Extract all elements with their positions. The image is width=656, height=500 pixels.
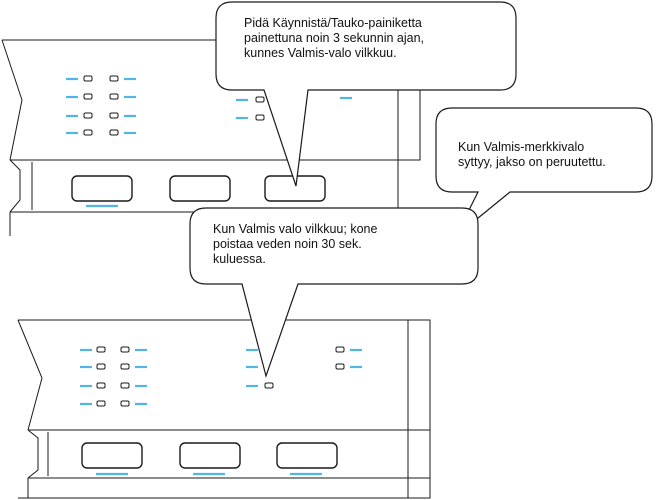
status-light-icon (120, 363, 130, 370)
status-light-icon (83, 112, 93, 119)
indicator-row (80, 382, 147, 389)
status-light-icon (83, 75, 93, 82)
bottom-panel-left-edge (17, 319, 43, 431)
status-light-icon (335, 363, 345, 370)
top-strip-left-edge (9, 159, 21, 213)
status-light-icon (109, 129, 119, 136)
top-panel-left-edge (1, 39, 23, 161)
status-light-icon (96, 382, 106, 389)
status-light-icon (109, 112, 119, 119)
status-light-icon (120, 400, 130, 407)
top-callout-text: Pidä Käynnistä/Tauko-painiketta painettu… (244, 16, 424, 61)
status-light-icon (120, 382, 130, 389)
middle-callout-text: Kun Valmis valo vilkkuu; kone poistaa ve… (213, 222, 377, 267)
status-light-icon (120, 346, 130, 353)
top-middle-indicators (236, 96, 352, 121)
status-light-icon (255, 114, 265, 121)
status-light-icon (83, 129, 93, 136)
indicator-row (66, 129, 136, 136)
right-callout-bubble (435, 107, 653, 237)
top-indicator-grid (66, 75, 136, 136)
callout-line: kunnes Valmis-valo vilkkuu. (244, 46, 397, 60)
status-light-icon (109, 93, 119, 100)
indicator-row (66, 112, 136, 119)
indicator-row (66, 75, 136, 82)
middle-callout-bubble (189, 207, 479, 379)
bottom-indicator-grid (80, 346, 147, 407)
status-light-icon (96, 346, 106, 353)
panel-button[interactable] (71, 175, 133, 202)
status-light-icon (83, 93, 93, 100)
bottom-panel-face (18, 319, 431, 499)
right-callout-text: Kun Valmis-merkkivalo syttyy, jakso on p… (458, 140, 606, 170)
status-light-icon (255, 96, 265, 103)
status-light-icon (335, 346, 345, 353)
top-callout-bubble (215, 1, 517, 187)
start-pause-button[interactable] (276, 442, 338, 469)
status-light-icon (96, 400, 106, 407)
ready-light-icon (264, 382, 274, 389)
callout-line: Pidä Käynnistä/Tauko-painiketta (244, 16, 422, 30)
panel-button[interactable] (169, 175, 231, 202)
bottom-control-panel (17, 319, 431, 499)
status-light-icon (109, 75, 119, 82)
indicator-row (80, 400, 147, 407)
status-light-icon (96, 363, 106, 370)
callout-line: painettuna noin 3 sekunnin ajan, (244, 31, 425, 45)
callout-line: Kun Valmis valo vilkkuu; kone (213, 222, 378, 236)
callout-line: Kun Valmis-merkkivalo (458, 140, 585, 154)
callout-line: syttyy, jakso on peruutettu. (458, 155, 606, 169)
callout-line: poistaa veden noin 30 sek. (213, 237, 362, 251)
bottom-strip-left-edge (27, 429, 39, 479)
panel-button[interactable] (81, 442, 143, 469)
callout-line: kuluessa. (213, 252, 266, 266)
top-buttons (71, 175, 326, 208)
indicator-row (80, 346, 147, 353)
bottom-buttons (81, 442, 338, 476)
indicator-row (66, 93, 136, 100)
bottom-middle-indicators (246, 346, 362, 389)
panel-button[interactable] (179, 442, 241, 469)
indicator-row (80, 363, 147, 370)
